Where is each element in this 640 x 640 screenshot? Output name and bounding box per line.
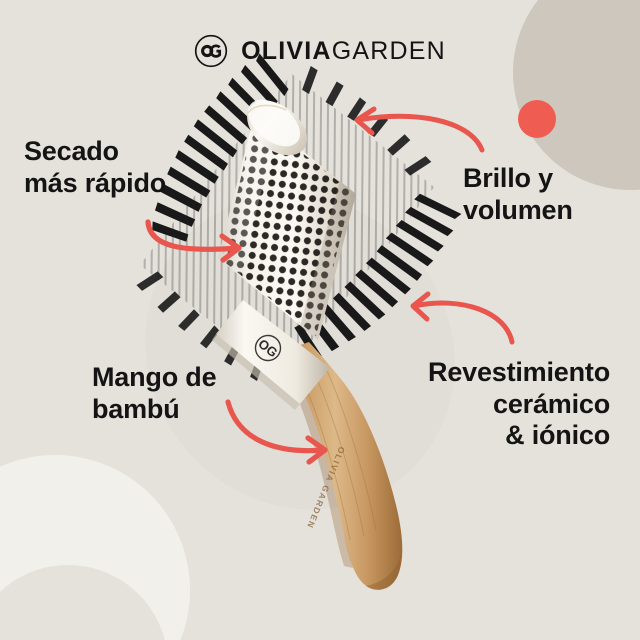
og-monogram-icon: OG [254, 334, 282, 362]
taupe-circle-decor [513, 0, 640, 190]
callout-label-revestimiento: Revestimiento cerámico & iónico [386, 357, 610, 452]
callout-line: Revestimiento [428, 357, 610, 387]
callout-line: & iónico [505, 420, 610, 451]
brand-logo: OLIVIAGARDEN [0, 34, 640, 68]
brush-ferrule: OG [212, 300, 330, 410]
arrow-curve-left-icon [354, 106, 485, 153]
arrow-curve-right-icon [145, 219, 242, 263]
brand-name-bold: OLIVIA [241, 36, 332, 65]
brand-wordmark: OLIVIAGARDEN [241, 36, 446, 65]
arrow-curve-upleft-icon [410, 291, 515, 345]
callout-line: Secado [24, 136, 119, 166]
callout-line: bambú [92, 393, 180, 424]
brush-end-cap [247, 99, 307, 156]
callout-line: Mango de [92, 362, 217, 392]
callout-label-mango: Mango de bambú [92, 362, 217, 425]
callout-line: más rápido [24, 167, 167, 198]
callout-line: cerámico [493, 388, 610, 419]
brand-name-light: GARDEN [331, 36, 446, 65]
arrow-curve-right-icon [225, 399, 328, 465]
callout-label-brillo: Brillo y volumen [463, 163, 573, 226]
arc-bottom-mask [0, 598, 110, 640]
callout-label-secado: Secado más rápido [24, 136, 166, 199]
og-monogram-icon [194, 34, 228, 68]
callout-line: Brillo y [463, 163, 553, 193]
svg-text:OG: OG [255, 336, 280, 360]
callout-line: volumen [463, 194, 573, 225]
coral-dot-decor [518, 100, 556, 138]
